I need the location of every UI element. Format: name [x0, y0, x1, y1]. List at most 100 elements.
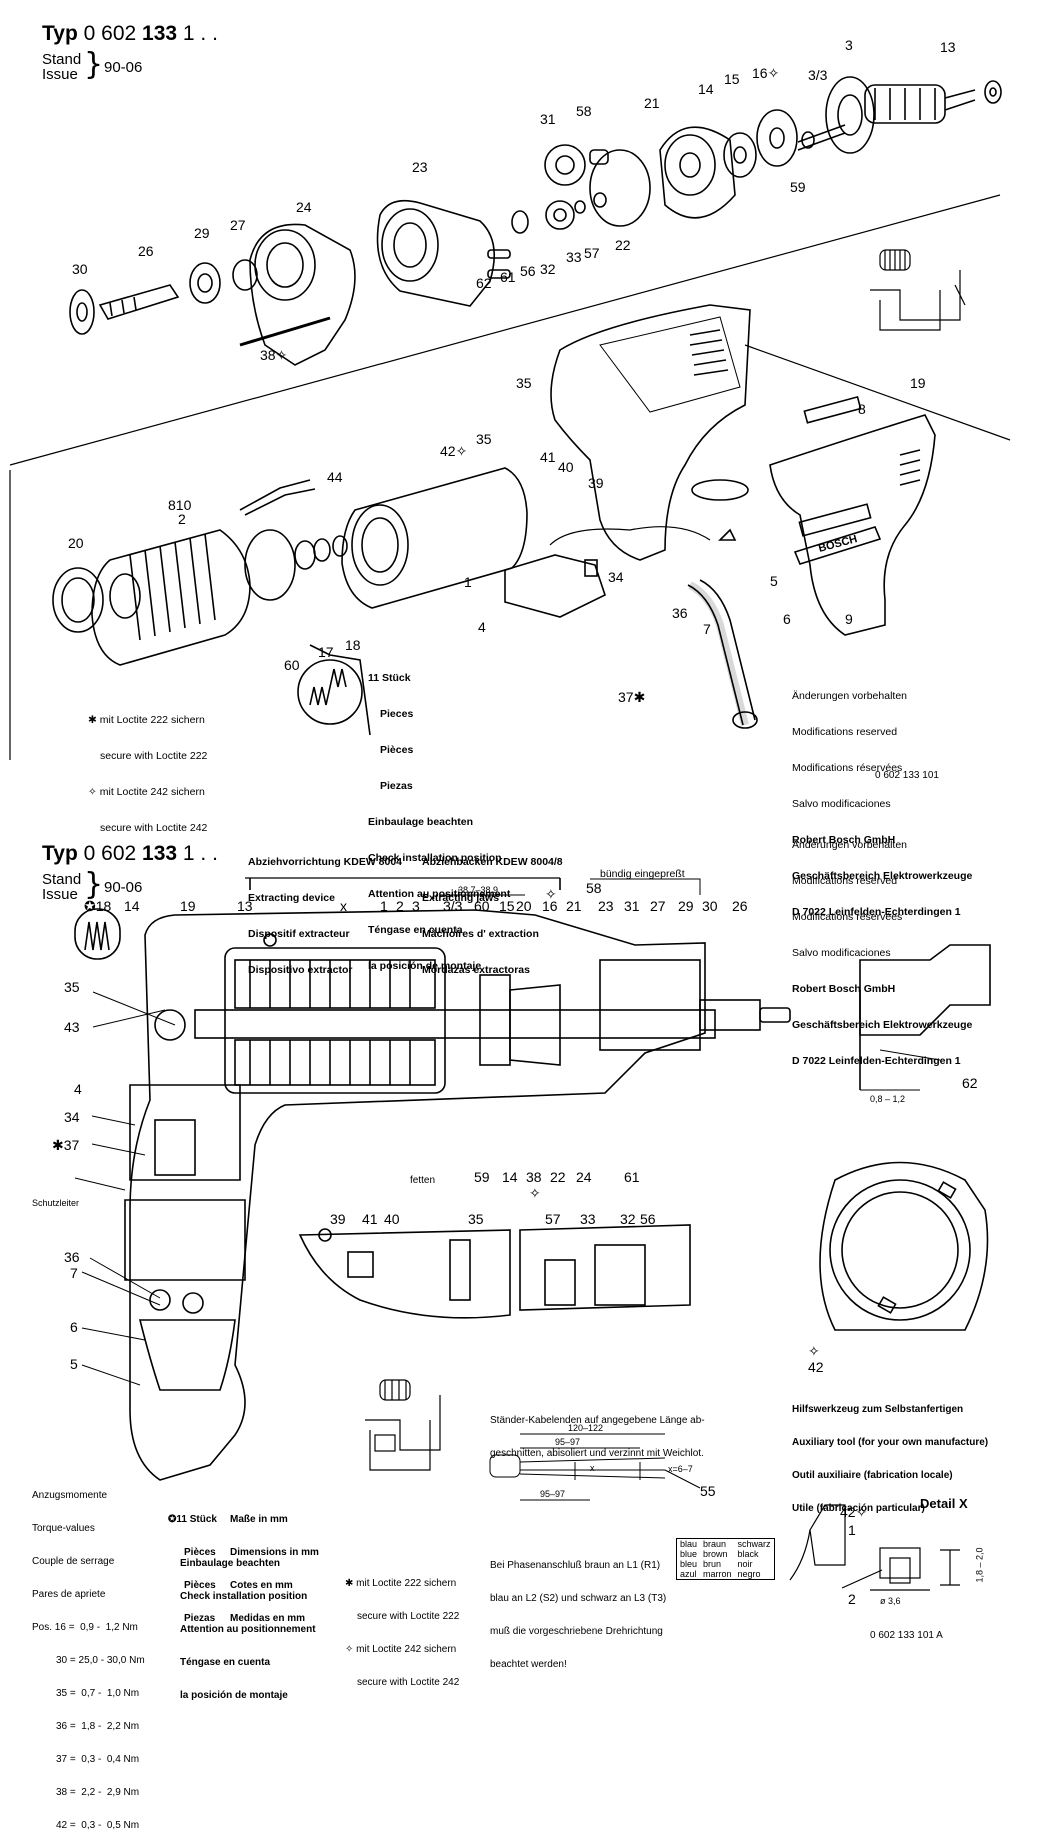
top-stand: Stand	[42, 51, 82, 68]
part-label: 5	[70, 1356, 78, 1372]
exploded-view-drawing	[9, 76, 1011, 1591]
part-label: 39	[588, 475, 604, 491]
bottom-stand: Stand	[42, 871, 82, 888]
top-loctite-222: ✱ mit Loctite 222 sichern	[88, 714, 205, 726]
part-label: 5	[770, 573, 778, 589]
extracting-device-note: Abziehvorrichtung KDEW 8004 Extracting d…	[248, 856, 403, 976]
part-label: 43	[64, 1019, 80, 1035]
part-label: 22	[550, 1169, 566, 1185]
bottom-typ-label: Typ	[42, 842, 78, 865]
top-date: 90-06	[104, 59, 143, 76]
part-label: 24	[296, 199, 312, 215]
part-label: 4	[478, 619, 486, 635]
part-label: 3/3	[808, 67, 828, 83]
part-label: 44	[327, 469, 343, 485]
top-typ-number-a: 0 602	[83, 22, 137, 45]
top-issue: Issue	[42, 66, 78, 83]
part-label: 3	[845, 37, 853, 53]
part-label: 62	[962, 1075, 978, 1091]
part-label: 810	[168, 497, 192, 513]
part-label: 16✧	[752, 65, 780, 81]
part-label: 29	[678, 898, 694, 914]
phase-note: Bei Phasenanschluß braun an L1 (R1) blau…	[490, 1560, 667, 1670]
top-brace: }	[84, 47, 104, 82]
part-label: 21	[566, 898, 582, 914]
part-label: 18	[345, 637, 361, 653]
part-label: ✧	[529, 1185, 541, 1201]
dim-x: x	[590, 1463, 595, 1473]
part-label: 27	[650, 898, 666, 914]
part-label: 22	[615, 237, 631, 253]
part-label: 61	[500, 269, 516, 285]
part-label: 38✧	[260, 347, 288, 363]
extracting-jaws-note: Abziehbacken KDEW 8004/8 Extracting jaws…	[422, 856, 563, 976]
bottom-typ-suffix: 1 . .	[182, 842, 218, 865]
part-label: 35	[476, 431, 492, 447]
part-label: 1	[380, 898, 388, 914]
torque-values-block: Anzugsmomente Torque-values Couple de se…	[32, 1490, 145, 1831]
bottom-stand-issue: Stand Issue	[42, 872, 81, 902]
detail-num-2: 2	[848, 1591, 856, 1607]
top-loctite-legend: ✱ mit Loctite 222 sichern secure with Lo…	[88, 690, 207, 846]
part-label: 13	[237, 898, 253, 914]
part-label: 14	[124, 898, 140, 914]
part-label: 21	[644, 95, 660, 111]
bottom-doc-code: 0 602 133 101 A	[870, 1630, 943, 1641]
top-type-header: Typ 0 602 133 1 . .	[42, 22, 218, 46]
part-label: 35	[468, 1211, 484, 1227]
part-label: 23	[598, 898, 614, 914]
part-label: 2	[396, 898, 404, 914]
part-label: 6	[783, 611, 791, 627]
dim-120: 120–122	[568, 1423, 604, 1433]
dim-x67: x=6–7	[668, 1464, 693, 1474]
part-label: 58	[576, 103, 592, 119]
top-typ-label: Typ	[42, 22, 78, 45]
aux-tool-note: Hilfswerkzeug zum Selbstanfertigen Auxil…	[792, 1404, 989, 1514]
part-label: ✧	[808, 1343, 820, 1359]
part-label: 34	[64, 1109, 80, 1125]
part-label: 24	[576, 1169, 592, 1185]
part-label: 26	[732, 898, 748, 914]
bottom-typ-number-b: 133	[142, 842, 178, 865]
top-doc-code: 0 602 133 101	[875, 770, 939, 781]
part-label: 27	[230, 217, 246, 233]
part-label: 15	[499, 898, 515, 914]
part-label: 59	[474, 1169, 490, 1185]
detail-x-title: Detail X	[920, 1496, 968, 1511]
part-label: 20	[516, 898, 532, 914]
top-stand-issue: Stand Issue	[42, 52, 81, 82]
part-label: 35	[516, 375, 532, 391]
part-label: 30	[72, 261, 88, 277]
bottom-changes-note: Änderungen vorbehalten Modifications res…	[792, 839, 973, 1067]
dim-95a: 95–97	[555, 1437, 581, 1447]
part-label: 58	[586, 880, 602, 896]
bottom-install-block: Einbaulage beachten Check installation p…	[180, 1558, 316, 1701]
top-loctite-222-en: secure with Loctite 222	[100, 750, 208, 762]
part-label: 59	[790, 179, 806, 195]
part-label: 7	[70, 1265, 78, 1281]
part-label: 39	[330, 1211, 346, 1227]
part-label: 17	[318, 644, 334, 660]
part-label: 56	[640, 1211, 656, 1227]
part-label: 14	[698, 81, 714, 97]
part-label: 36	[672, 605, 688, 621]
part-label: 14	[502, 1169, 518, 1185]
part-label: 33	[566, 249, 582, 265]
part-label: 1	[464, 574, 472, 590]
dim-18-20: 1,8 – 2,0	[974, 1547, 985, 1583]
top-typ-number-b: 133	[142, 22, 178, 45]
dim-95b: 95–97	[540, 1489, 566, 1499]
buendig-note: bündig eingepreßt	[600, 868, 685, 880]
top-loctite-242: ✧ mit Loctite 242 sichern	[88, 786, 205, 798]
part-label: 60	[474, 898, 490, 914]
part-label: 33	[580, 1211, 596, 1227]
top-changes-note: Änderungen vorbehalten Modifications res…	[792, 690, 973, 918]
part-label: 26	[138, 243, 154, 259]
part-label: 42✧	[440, 443, 468, 459]
part-label: 29	[194, 225, 210, 241]
